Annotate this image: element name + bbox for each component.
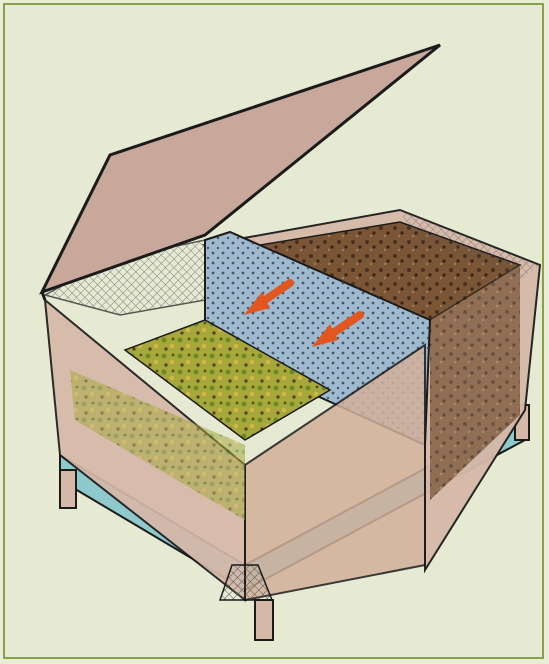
lid (39, 43, 441, 295)
mesh-right (400, 210, 540, 280)
bin-right-front (244, 343, 426, 602)
migration-arrow-1 (244, 279, 294, 315)
green-compost-top (123, 319, 332, 441)
lid-edge (40, 291, 47, 301)
migration-arrow-2 (312, 311, 364, 347)
soil-side (430, 265, 520, 500)
green-compost-side (70, 370, 245, 520)
leg-front (254, 599, 274, 641)
leg-left (59, 469, 77, 509)
mesh-corner (218, 564, 274, 601)
